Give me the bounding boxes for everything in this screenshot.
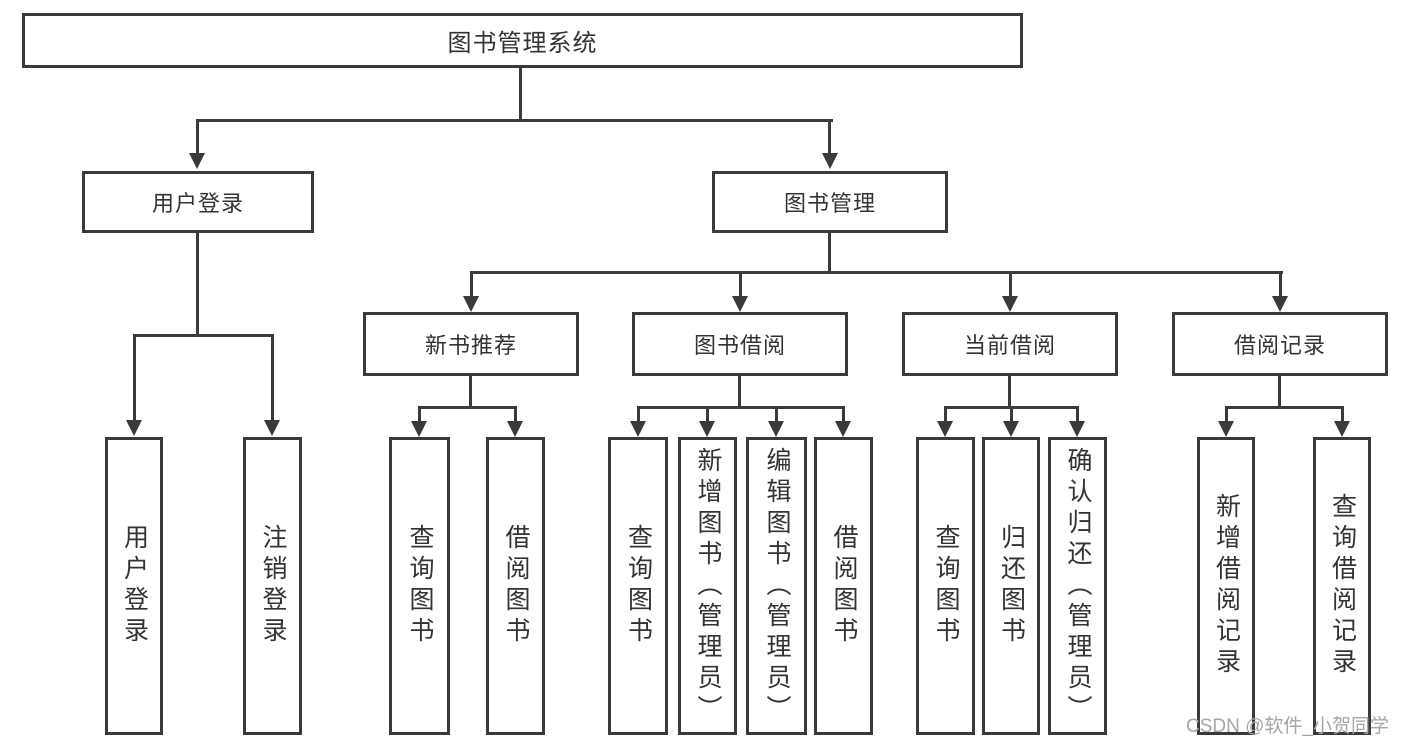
leaf-recommend-borrow-book-label: 借阅图书 [502,524,530,648]
leaf-user-login-label: 用户登录 [120,524,149,648]
connector-line [133,334,136,424]
connector-line [418,406,517,409]
connector-line [196,231,199,337]
connector-line [418,406,421,424]
arrow-down-icon [1002,296,1018,312]
node-new-book-recommend: 新书推荐 [363,312,579,376]
connector-line [470,271,1283,274]
connector-line [1008,375,1011,409]
connector-line [1225,406,1344,409]
connector-line [271,334,274,424]
arrow-down-icon [189,153,205,169]
arrow-down-icon [411,421,427,437]
leaf-borrow-query-book-label: 查询图书 [624,524,653,648]
leaf-add-book-admin: 新增图书（管理员） [678,437,737,735]
connector-line [196,119,199,157]
connector-line [514,406,517,424]
leaf-return-book-label: 归还图书 [997,524,1026,648]
node-user-login-label: 用户登录 [151,191,244,216]
leaf-recommend-query-book-label: 查询图书 [406,524,434,648]
leaf-confirm-return-admin-label: 确认归还（管理员） [1064,446,1092,726]
csdn-watermark: CSDN @软件_小贺同学 [1186,716,1389,737]
leaf-borrow-book-label: 借阅图书 [830,524,858,648]
arrow-down-icon [1069,421,1085,437]
connector-line [519,66,522,121]
node-user-login: 用户登录 [82,171,314,233]
connector-line [1341,406,1344,424]
connector-line [842,406,845,424]
leaf-return-book: 归还图书 [982,437,1040,735]
leaf-logout-label: 注销登录 [259,524,287,648]
leaf-edit-book-admin: 编辑图书（管理员） [746,437,807,735]
connector-line [196,119,833,122]
node-current-borrow-label: 当前借阅 [963,333,1056,358]
node-borrow-record: 借阅记录 [1172,312,1388,376]
leaf-query-borrow-record: 查询借阅记录 [1313,437,1371,735]
node-book-management-label: 图书管理 [783,191,876,216]
node-root: 图书管理系统 [22,13,1023,68]
leaf-current-query-book: 查询图书 [916,437,975,735]
leaf-borrow-book: 借阅图书 [814,437,873,735]
connector-line [469,375,472,409]
arrow-down-icon [768,421,784,437]
connector-line [637,406,640,424]
leaf-logout: 注销登录 [243,437,302,735]
connector-line [1279,271,1282,299]
connector-line [706,406,709,424]
connector-line [133,334,274,337]
arrow-down-icon [699,421,715,437]
arrow-down-icon [507,421,523,437]
leaf-recommend-query-book: 查询图书 [389,437,450,735]
leaf-query-borrow-record-label: 查询借阅记录 [1328,493,1357,679]
connector-line [738,375,741,409]
node-book-management: 图书管理 [712,171,948,233]
connector-line [775,406,778,424]
connector-line [828,231,831,274]
connector-line [1009,271,1012,299]
node-book-borrow: 图书借阅 [632,312,848,376]
arrow-down-icon [1272,296,1288,312]
connector-line [637,406,845,409]
leaf-add-borrow-record-label: 新增借阅记录 [1212,493,1241,679]
node-book-borrow-label: 图书借阅 [693,333,786,358]
connector-line [739,271,742,299]
arrow-down-icon [822,153,838,169]
arrow-down-icon [732,296,748,312]
leaf-user-login: 用户登录 [105,437,163,735]
leaf-add-book-admin-label: 新增图书（管理员） [694,446,722,726]
arrow-down-icon [937,421,953,437]
leaf-current-query-book-label: 查询图书 [932,524,960,648]
node-borrow-record-label: 借阅记录 [1233,333,1326,358]
arrow-down-icon [1003,421,1019,437]
arrow-down-icon [463,296,479,312]
node-current-borrow: 当前借阅 [902,312,1118,376]
arrow-down-icon [264,420,280,436]
node-new-book-recommend-label: 新书推荐 [424,333,517,358]
arrow-down-icon [835,421,851,437]
connector-line [1278,375,1281,409]
leaf-edit-book-admin-label: 编辑图书（管理员） [763,446,791,726]
connector-line [470,271,473,299]
leaf-confirm-return-admin: 确认归还（管理员） [1048,437,1107,735]
leaf-add-borrow-record: 新增借阅记录 [1197,437,1255,735]
connector-line [944,406,947,424]
arrow-down-icon [126,420,142,436]
connector-line [1010,406,1013,424]
connector-line [1225,406,1228,424]
node-root-label: 图书管理系统 [447,30,598,57]
arrow-down-icon [1334,421,1350,437]
connector-line [828,119,831,157]
leaf-borrow-query-book: 查询图书 [608,437,668,735]
connector-line [1076,406,1079,424]
leaf-recommend-borrow-book: 借阅图书 [486,437,545,735]
arrow-down-icon [630,421,646,437]
arrow-down-icon [1218,421,1234,437]
